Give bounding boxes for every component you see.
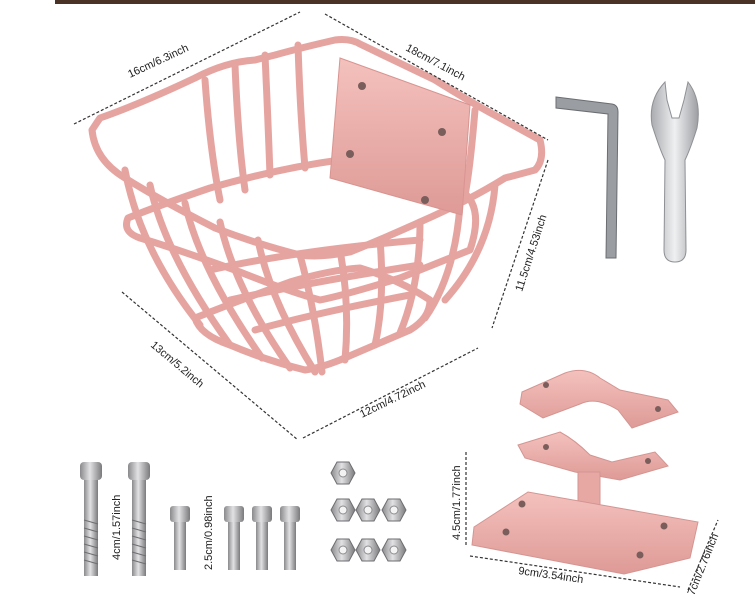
bracket-dimension-lines [465, 452, 719, 591]
top-bar [55, 0, 755, 4]
dim-short-bolt: 2.5cm/0.98inch [203, 495, 215, 570]
long-bolt [128, 462, 150, 576]
short-bolt [252, 506, 272, 570]
dim-basket-height: 11.5cm/4.53inch [513, 213, 549, 293]
bracket-base [471, 471, 699, 575]
basket-mount-plate [329, 57, 471, 216]
short-bolt [280, 506, 300, 570]
dim-basket-top-left: 16cm/6.3inch [126, 42, 190, 81]
short-bolt [224, 506, 244, 570]
basket [88, 36, 546, 376]
dim-bracket-height: 4.5cm/1.77inch [451, 465, 463, 540]
dim-basket-bottom-left: 13cm/5.2inch [148, 339, 206, 390]
dim-long-bolt: 4cm/1.57inch [111, 495, 123, 560]
dim-basket-bottom-right: 12cm/4.72inch [358, 379, 428, 421]
short-bolt [170, 506, 190, 570]
long-bolt [80, 462, 102, 576]
bracket-clamp-bottom [517, 431, 669, 481]
basket-dimension-lines [73, 11, 549, 441]
hex-key-icon [555, 96, 619, 259]
wrench-icon [650, 80, 699, 263]
bracket-clamp-top [519, 369, 679, 429]
